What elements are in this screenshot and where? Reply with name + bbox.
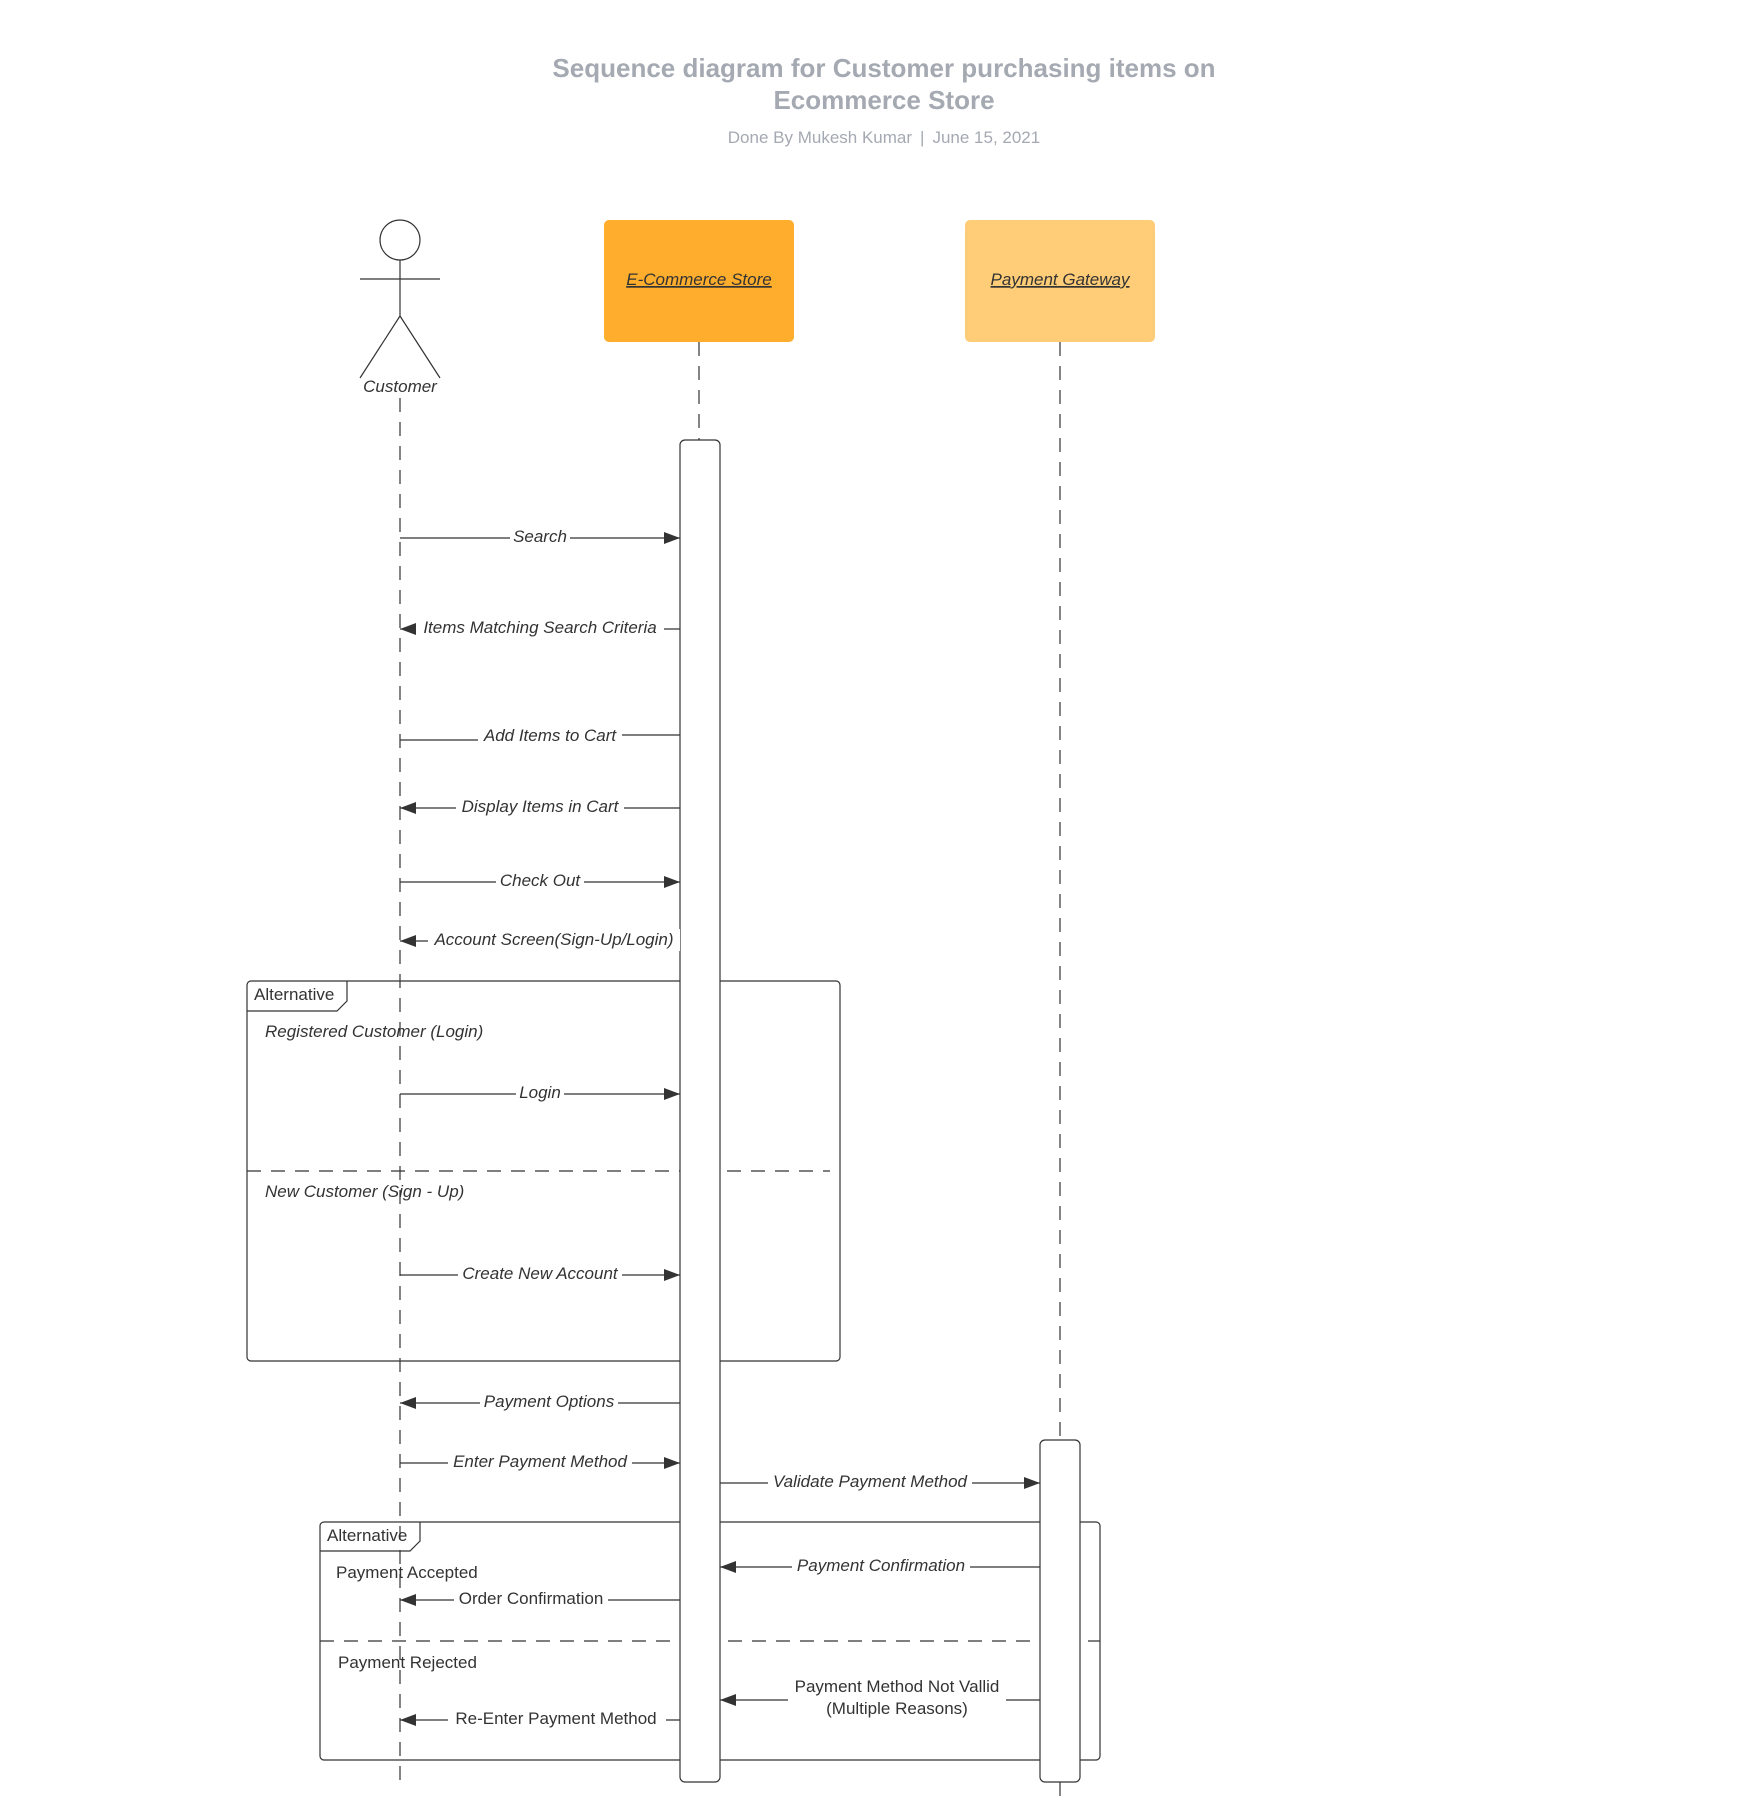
alt-fragment-login: Alternative Registered Customer (Login) …: [246, 980, 841, 1362]
svg-text:Create New Account: Create New Account: [462, 1264, 619, 1283]
svg-text:Enter Payment Method: Enter Payment Method: [453, 1452, 627, 1471]
svg-text:Validate Payment Method: Validate Payment Method: [773, 1472, 968, 1491]
message-validate-payment: Validate Payment Method: [720, 1471, 1040, 1493]
message-account-screen: Account Screen(Sign-Up/Login): [400, 929, 680, 951]
svg-text:Order Confirmation: Order Confirmation: [459, 1589, 604, 1608]
svg-text:Login: Login: [519, 1083, 561, 1102]
svg-text:Add Items to Cart: Add Items to Cart: [483, 726, 618, 745]
svg-text:Items Matching Search Criteria: Items Matching Search Criteria: [423, 618, 656, 637]
store-box: [604, 220, 794, 342]
gateway-label: Payment Gateway: [991, 270, 1131, 289]
message-payment-options: Payment Options: [400, 1391, 680, 1413]
guard-registered: Registered Customer (Login): [265, 1022, 483, 1041]
message-login: Login: [400, 1082, 680, 1104]
store-participant: E-Commerce Store: [604, 220, 794, 342]
alt-label-2: Alternative: [327, 1526, 407, 1545]
diagram-subtitle: Done By Mukesh Kumar | June 15, 2021: [0, 128, 1760, 148]
alt-label-1: Alternative: [254, 985, 334, 1004]
customer-label: Customer: [363, 377, 438, 396]
svg-text:Search: Search: [513, 527, 567, 546]
message-search: Search: [400, 526, 680, 548]
svg-text:Payment Options: Payment Options: [484, 1392, 615, 1411]
message-display-cart: Display Items in Cart: [400, 796, 680, 818]
message-create-account: Create New Account: [400, 1263, 680, 1285]
message-payment-confirmation: Payment Confirmation: [720, 1555, 1040, 1577]
message-payment-not-valid: Payment Method Not Vallid (Multiple Reas…: [720, 1674, 1040, 1722]
store-label: E-Commerce Store: [626, 270, 771, 289]
message-check-out: Check Out: [400, 870, 680, 892]
svg-text:Display Items in Cart: Display Items in Cart: [462, 797, 620, 816]
message-reenter-payment: Re-Enter Payment Method: [400, 1708, 680, 1730]
svg-text:(Multiple Reasons): (Multiple Reasons): [826, 1699, 968, 1718]
gateway-participant: Payment Gateway: [965, 220, 1155, 342]
diagram-title-line1: Sequence diagram for Customer purchasing…: [552, 53, 1216, 83]
gateway-activation: [1039, 1439, 1081, 1783]
guard-payment-accepted: Payment Accepted: [336, 1563, 478, 1582]
guard-new-customer: New Customer (Sign - Up): [265, 1182, 464, 1201]
diagram-title: Sequence diagram for Customer purchasing…: [0, 52, 1760, 116]
svg-text:Re-Enter Payment Method: Re-Enter Payment Method: [455, 1709, 656, 1728]
svg-text:Payment Confirmation: Payment Confirmation: [797, 1556, 965, 1575]
message-order-confirmation: Order Confirmation: [400, 1588, 680, 1610]
svg-text:Check Out: Check Out: [500, 871, 582, 890]
guard-payment-rejected: Payment Rejected: [338, 1653, 477, 1672]
svg-text:Account Screen(Sign-Up/Login): Account Screen(Sign-Up/Login): [433, 930, 673, 949]
subtitle-separator: |: [920, 128, 925, 147]
author-text: Done By Mukesh Kumar: [727, 128, 913, 147]
store-activation: [679, 439, 721, 1783]
gateway-box: [965, 220, 1155, 342]
alt-fragment-payment: Alternative Payment Accepted Payment Rej…: [319, 1521, 1101, 1761]
date-text: June 15, 2021: [932, 128, 1041, 147]
customer-actor: Customer: [359, 219, 441, 396]
svg-text:Payment Method Not Vallid: Payment Method Not Vallid: [795, 1677, 1000, 1696]
message-items-matching: Items Matching Search Criteria: [400, 617, 680, 639]
diagram-title-line2: Ecommerce Store: [773, 85, 995, 115]
message-enter-payment: Enter Payment Method: [400, 1451, 680, 1473]
message-add-to-cart: Add Items to Cart: [400, 726, 680, 749]
